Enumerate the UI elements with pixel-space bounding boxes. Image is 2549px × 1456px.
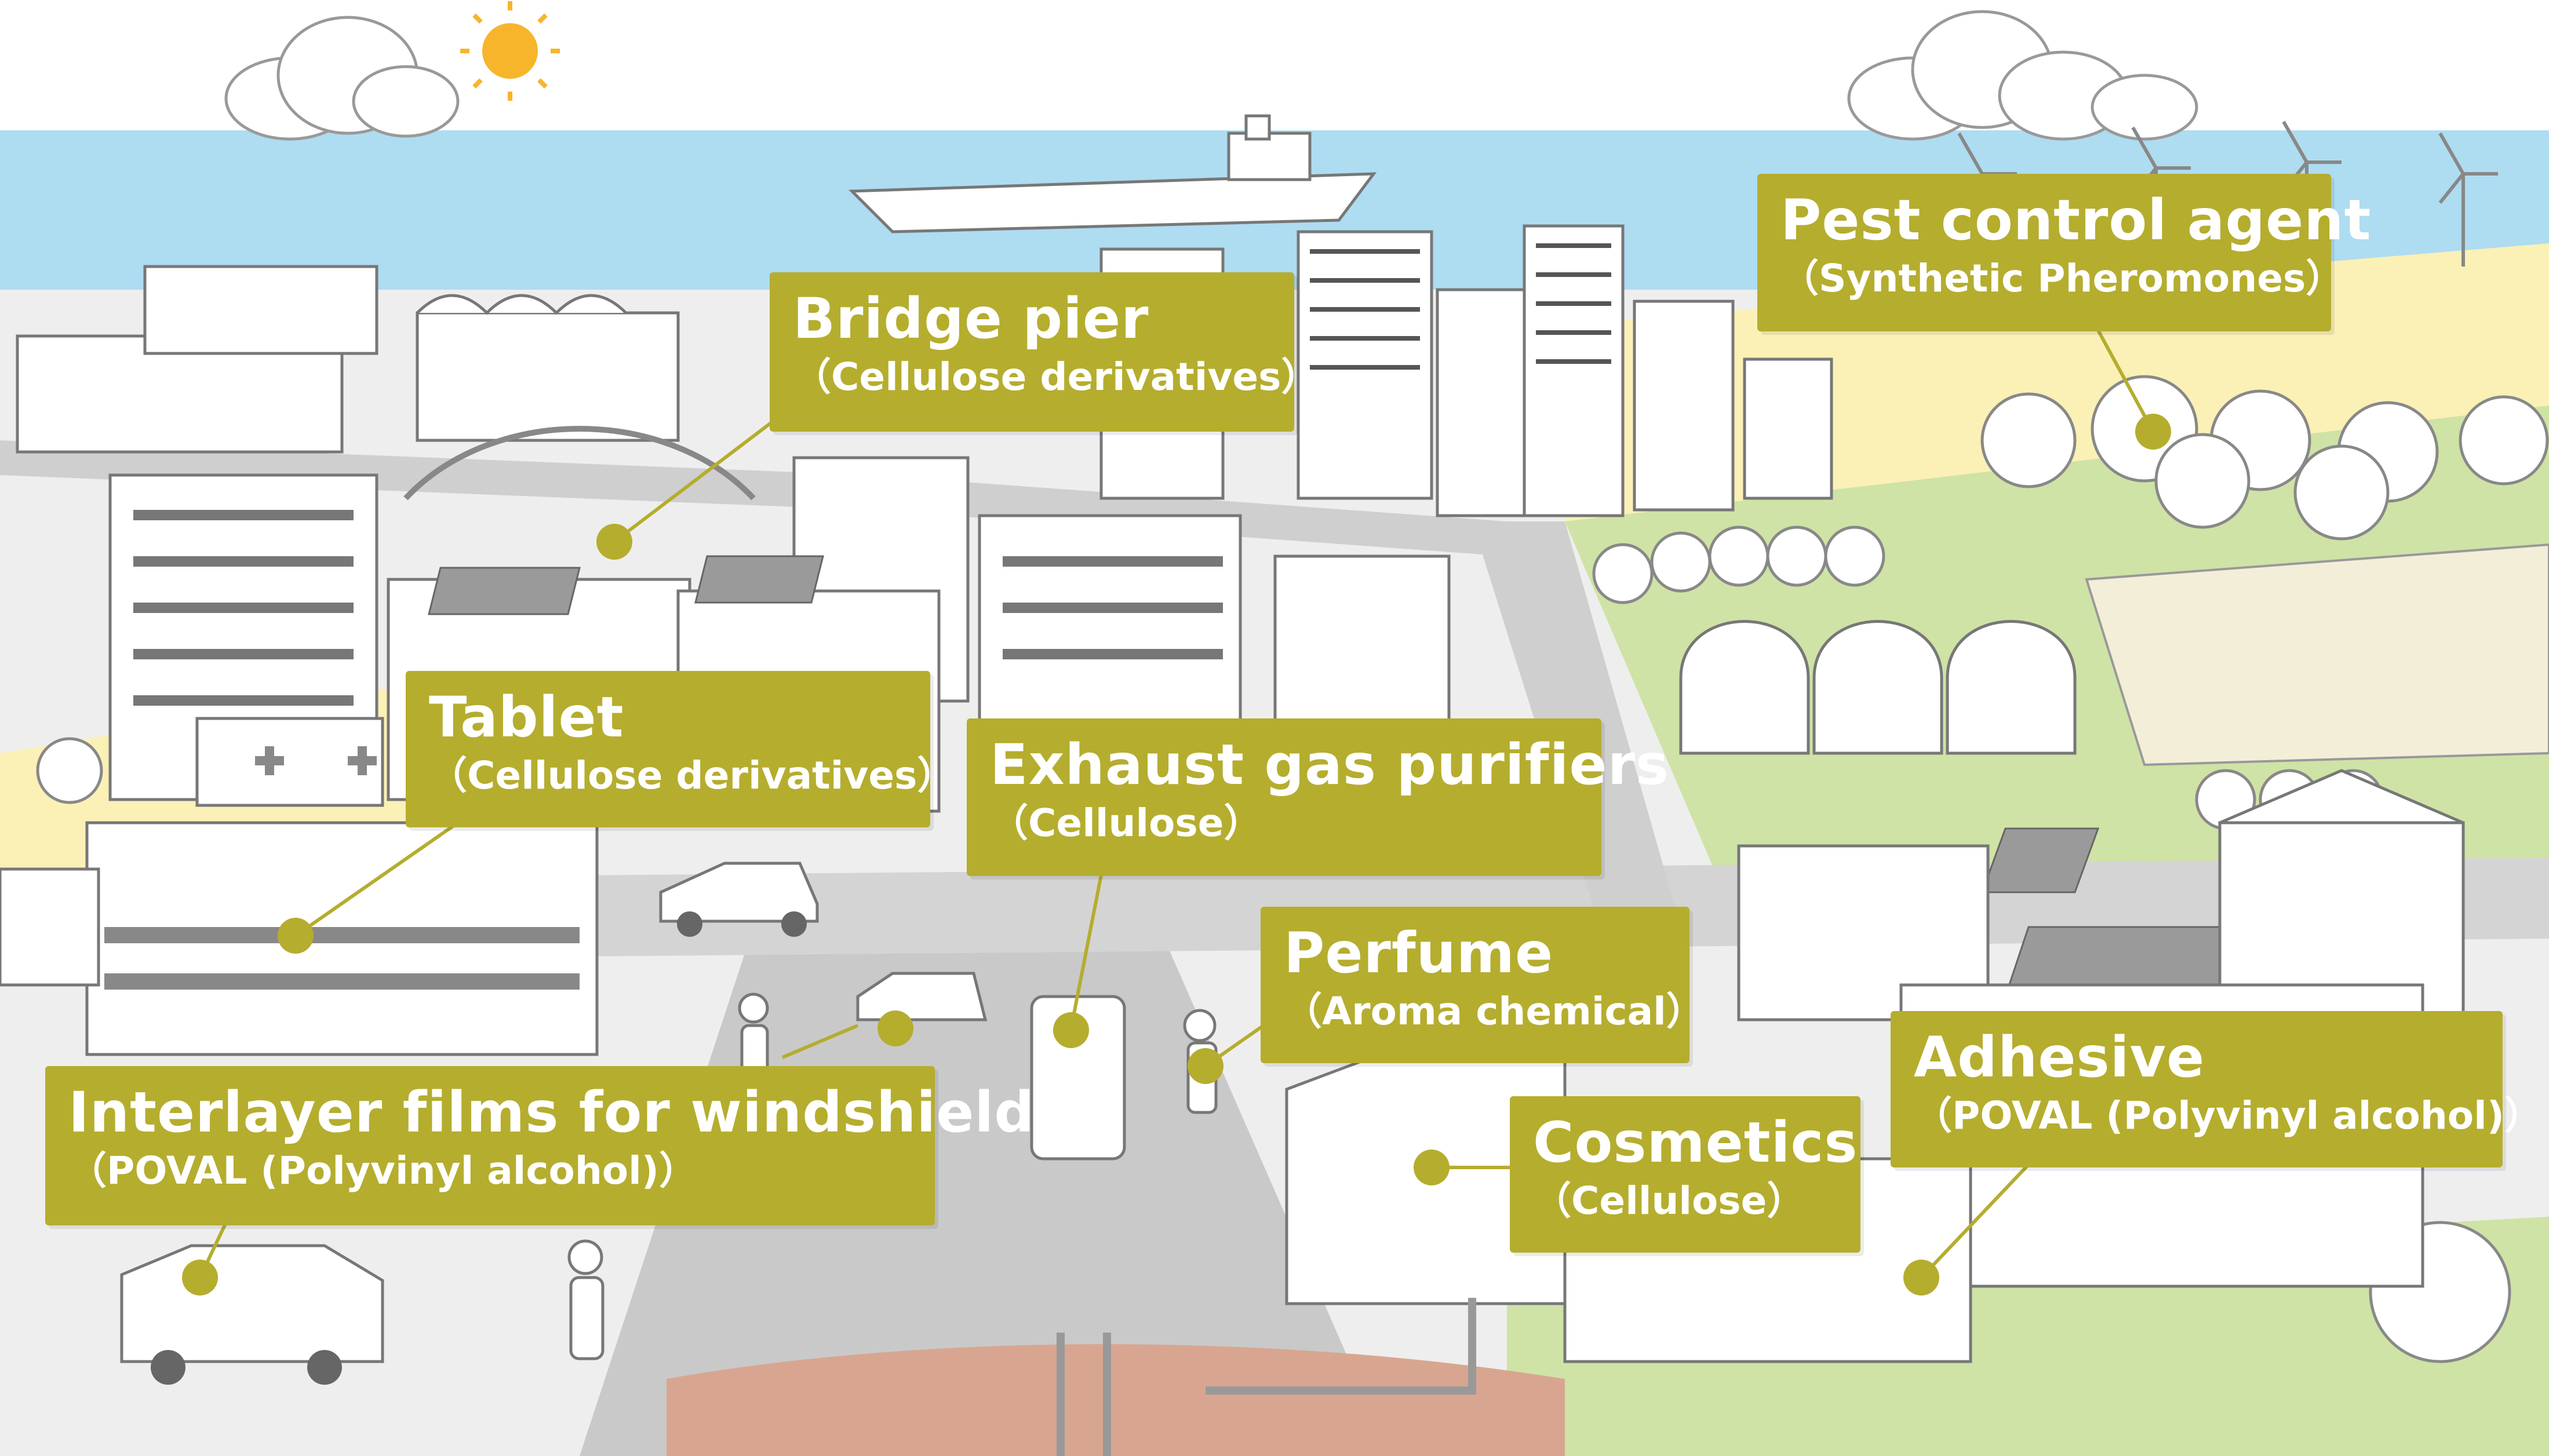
label-bridge-pier: Bridge pier （Cellulose derivatives） — [770, 272, 1320, 432]
label-title: Cosmetics — [1533, 1110, 1858, 1175]
label-subtitle: （Aroma chemical） — [1284, 988, 1705, 1034]
label-subtitle: （Synthetic Pheromones） — [1780, 256, 2344, 301]
label-interlayer: Interlayer films for windshield （POVAL (… — [45, 1066, 1035, 1225]
label-pest-control: Pest control agent （Synthetic Pheromones… — [1757, 174, 2372, 331]
label-subtitle: （Cellulose derivatives） — [793, 354, 1320, 399]
hospital-cross-icon — [255, 746, 377, 775]
skyscraper-windows — [1310, 243, 1611, 370]
marker-tablet — [278, 918, 314, 954]
marker-bridge-pier — [596, 524, 632, 560]
label-title: Exhaust gas purifiers — [990, 732, 1670, 797]
solar-panels — [428, 555, 2262, 998]
marker-interlayer — [877, 1010, 913, 1046]
marker-cosmetics — [1414, 1150, 1450, 1185]
cloud-left — [224, 16, 460, 141]
label-subtitle: （Cellulose） — [990, 800, 1262, 845]
underground-pipes — [1057, 1298, 1476, 1456]
label-title: Bridge pier — [793, 286, 1149, 351]
label-subtitle: （POVAL (Polyvinyl alcohol)） — [68, 1148, 697, 1193]
label-title: Perfume — [1284, 921, 1554, 986]
label-cosmetics: Cosmetics （Cellulose） — [1510, 1096, 1860, 1253]
label-title: Adhesive — [1914, 1025, 2205, 1090]
label-title: Pest control agent — [1780, 188, 2372, 253]
soil-cutaway — [667, 1344, 1565, 1456]
car-wheels — [151, 911, 807, 1385]
factory-buildings — [16, 265, 680, 454]
tanker-ship — [849, 114, 1377, 233]
label-perfume: Perfume （Aroma chemical） — [1261, 907, 1705, 1063]
cloud-right — [1847, 10, 2198, 141]
farm-plot — [2085, 543, 2549, 767]
marker-exhaust — [1053, 1012, 1089, 1048]
label-title: Interlayer films for windshield — [68, 1080, 1035, 1145]
marker-perfume — [1188, 1048, 1223, 1084]
label-subtitle: （POVAL (Polyvinyl alcohol)） — [1914, 1093, 2543, 1138]
label-adhesive: Adhesive （POVAL (Polyvinyl alcohol)） — [1891, 1011, 2543, 1167]
apartment-windows — [133, 510, 1223, 706]
greenhouses — [1679, 620, 2077, 755]
marker-adhesive — [1903, 1260, 1939, 1296]
label-subtitle: （Cellulose derivatives） — [429, 753, 956, 798]
label-tablet: Tablet （Cellulose derivatives） — [406, 671, 956, 827]
label-exhaust: Exhaust gas purifiers （Cellulose） — [967, 718, 1670, 876]
sun-icon — [460, 1, 560, 101]
label-title: Tablet — [429, 685, 624, 750]
label-subtitle: （Cellulose） — [1533, 1178, 1805, 1223]
marker-pest-control — [2135, 414, 2171, 450]
marker-interlayer-car — [182, 1260, 218, 1296]
